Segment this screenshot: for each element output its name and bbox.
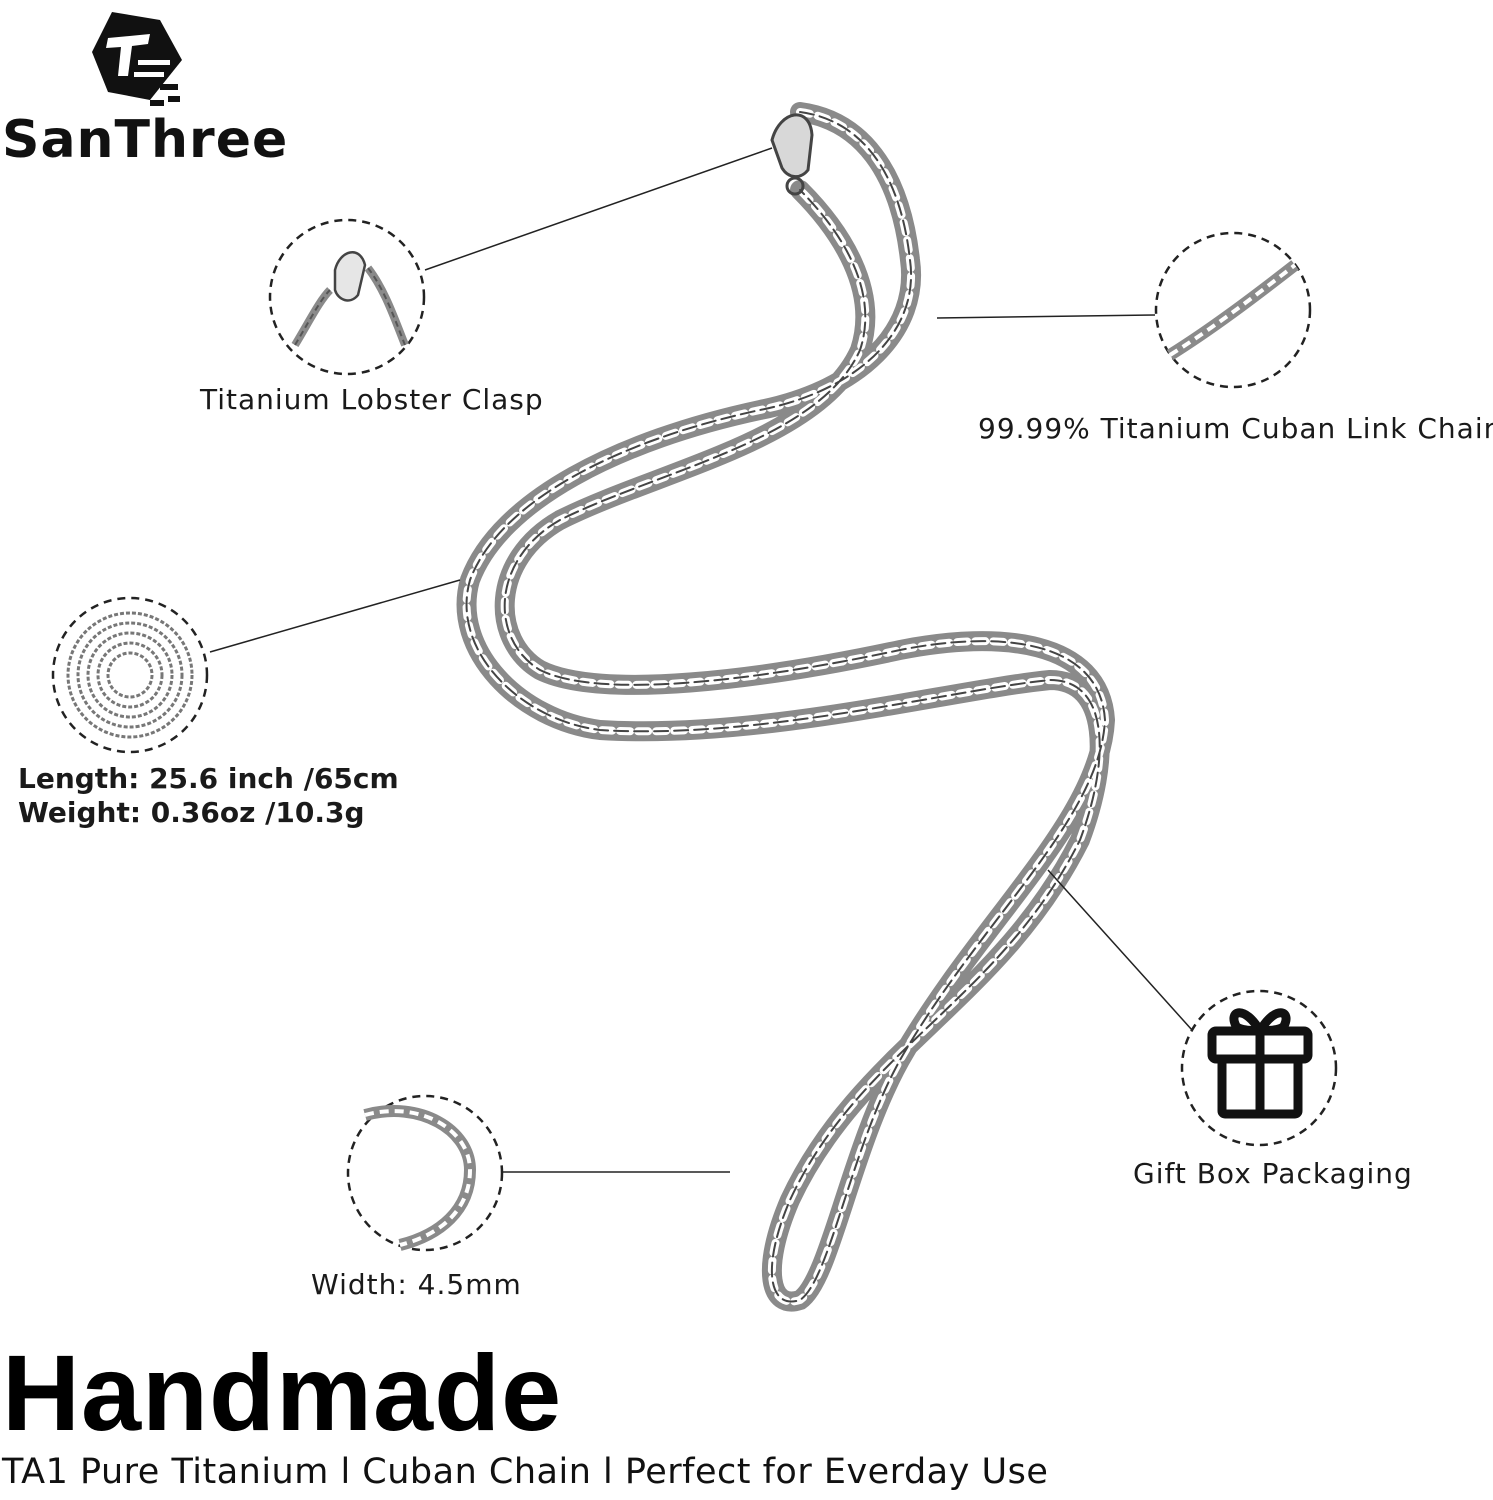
coiled-chain-icon <box>66 611 194 739</box>
clasp-detail-icon <box>291 251 409 348</box>
clasp-label: Titanium Lobster Clasp <box>200 383 544 416</box>
headline: Handmade <box>2 1332 563 1453</box>
gift-label: Gift Box Packaging <box>1133 1157 1413 1190</box>
tagline: TA1 Pure Titanium l Cuban Chain l Perfec… <box>2 1452 1049 1492</box>
brand-name: SanThree <box>2 110 289 170</box>
weight-label: Weight: 0.36oz /10.3g <box>18 796 365 829</box>
santhree-logo-icon <box>92 12 182 106</box>
gift-box-icon <box>1207 1008 1313 1119</box>
callout-lines <box>209 147 1193 1173</box>
chain-label: 99.99% Titanium Cuban Link Chain <box>978 412 1493 445</box>
length-label: Length: 25.6 inch /65cm <box>18 762 399 795</box>
cuban-chain-main <box>456 102 1116 1312</box>
width-detail-icon <box>363 1105 477 1251</box>
cuban-link-detail-icon <box>1166 260 1299 361</box>
lobster-clasp <box>770 113 814 196</box>
callout-circles <box>51 218 1338 1252</box>
width-label: Width: 4.5mm <box>311 1268 522 1301</box>
